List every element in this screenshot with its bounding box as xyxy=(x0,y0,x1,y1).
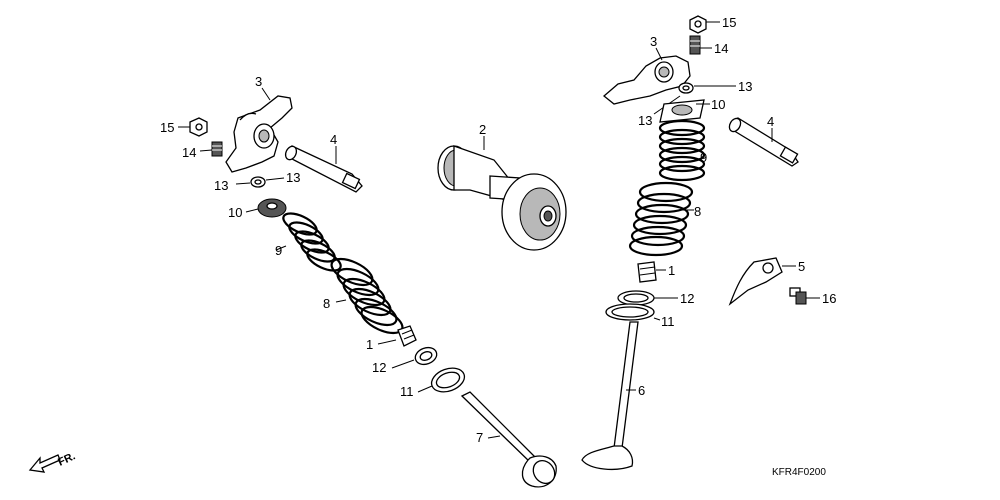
label-13-left-a: 13 xyxy=(214,178,228,193)
label-11-right: 11 xyxy=(661,314,675,329)
lock-nut-right[interactable] xyxy=(689,15,707,34)
inner-spring-right[interactable] xyxy=(658,119,706,182)
valve-cotter-right[interactable] xyxy=(637,261,657,283)
spring-retainer-left[interactable] xyxy=(257,198,287,218)
label-15-right: 15 xyxy=(722,15,736,30)
spring-retainer-right[interactable] xyxy=(659,99,705,123)
rocker-arm-left[interactable] xyxy=(225,95,293,173)
label-1-left: 1 xyxy=(366,337,373,352)
label-8-left: 8 xyxy=(323,296,330,311)
label-6: 6 xyxy=(638,383,645,398)
label-2: 2 xyxy=(479,122,486,137)
label-1-right: 1 xyxy=(668,263,675,278)
label-11-left: 11 xyxy=(400,384,414,399)
rocker-shaft-left[interactable] xyxy=(284,145,363,193)
label-12-left: 12 xyxy=(372,360,386,375)
inner-spring-left[interactable] xyxy=(280,209,343,275)
lock-nut-left[interactable] xyxy=(189,117,208,137)
stem-seal-right[interactable] xyxy=(617,290,655,306)
direction-label: FR. xyxy=(56,450,77,468)
label-13-right-a: 13 xyxy=(738,79,752,94)
label-9-left: 9 xyxy=(275,243,282,258)
bolt[interactable] xyxy=(789,287,807,305)
label-3-left: 3 xyxy=(255,74,262,89)
outer-spring-right[interactable] xyxy=(628,181,694,257)
label-12-right: 12 xyxy=(680,291,694,306)
washer-right[interactable] xyxy=(678,82,694,94)
label-10-right: 10 xyxy=(711,97,725,112)
label-14-right: 14 xyxy=(714,41,728,56)
adjusting-screw-left[interactable] xyxy=(211,141,223,157)
rocker-arm-right[interactable] xyxy=(602,55,691,105)
washer-left[interactable] xyxy=(250,176,266,188)
label-14-left: 14 xyxy=(182,145,196,160)
label-10-left: 10 xyxy=(228,205,242,220)
label-7: 7 xyxy=(476,430,483,445)
rocker-shaft-right[interactable] xyxy=(727,116,799,167)
label-13-right-b: 13 xyxy=(638,113,652,128)
exhaust-valve[interactable] xyxy=(581,321,639,471)
valve-cotter-left[interactable] xyxy=(397,325,417,347)
label-4-right: 4 xyxy=(767,114,774,129)
label-9-right: 9 xyxy=(700,150,707,165)
adjusting-screw-right[interactable] xyxy=(689,35,701,55)
label-16: 16 xyxy=(822,291,836,306)
drawing-code: KFR4F0200 xyxy=(772,467,826,478)
front-direction-arrow-icon xyxy=(28,454,61,473)
stem-seal-left[interactable] xyxy=(413,345,439,368)
spring-seat-left[interactable] xyxy=(428,364,467,396)
label-5: 5 xyxy=(798,259,805,274)
shaft-stopper[interactable] xyxy=(728,257,783,306)
label-3-right: 3 xyxy=(650,34,657,49)
label-8-right: 8 xyxy=(694,204,701,219)
camshaft[interactable] xyxy=(437,145,567,251)
intake-valve[interactable] xyxy=(460,391,559,488)
label-15-left: 15 xyxy=(160,120,174,135)
label-13-left-b: 13 xyxy=(286,170,300,185)
spring-seat-right[interactable] xyxy=(605,303,655,321)
label-4-left: 4 xyxy=(330,132,337,147)
